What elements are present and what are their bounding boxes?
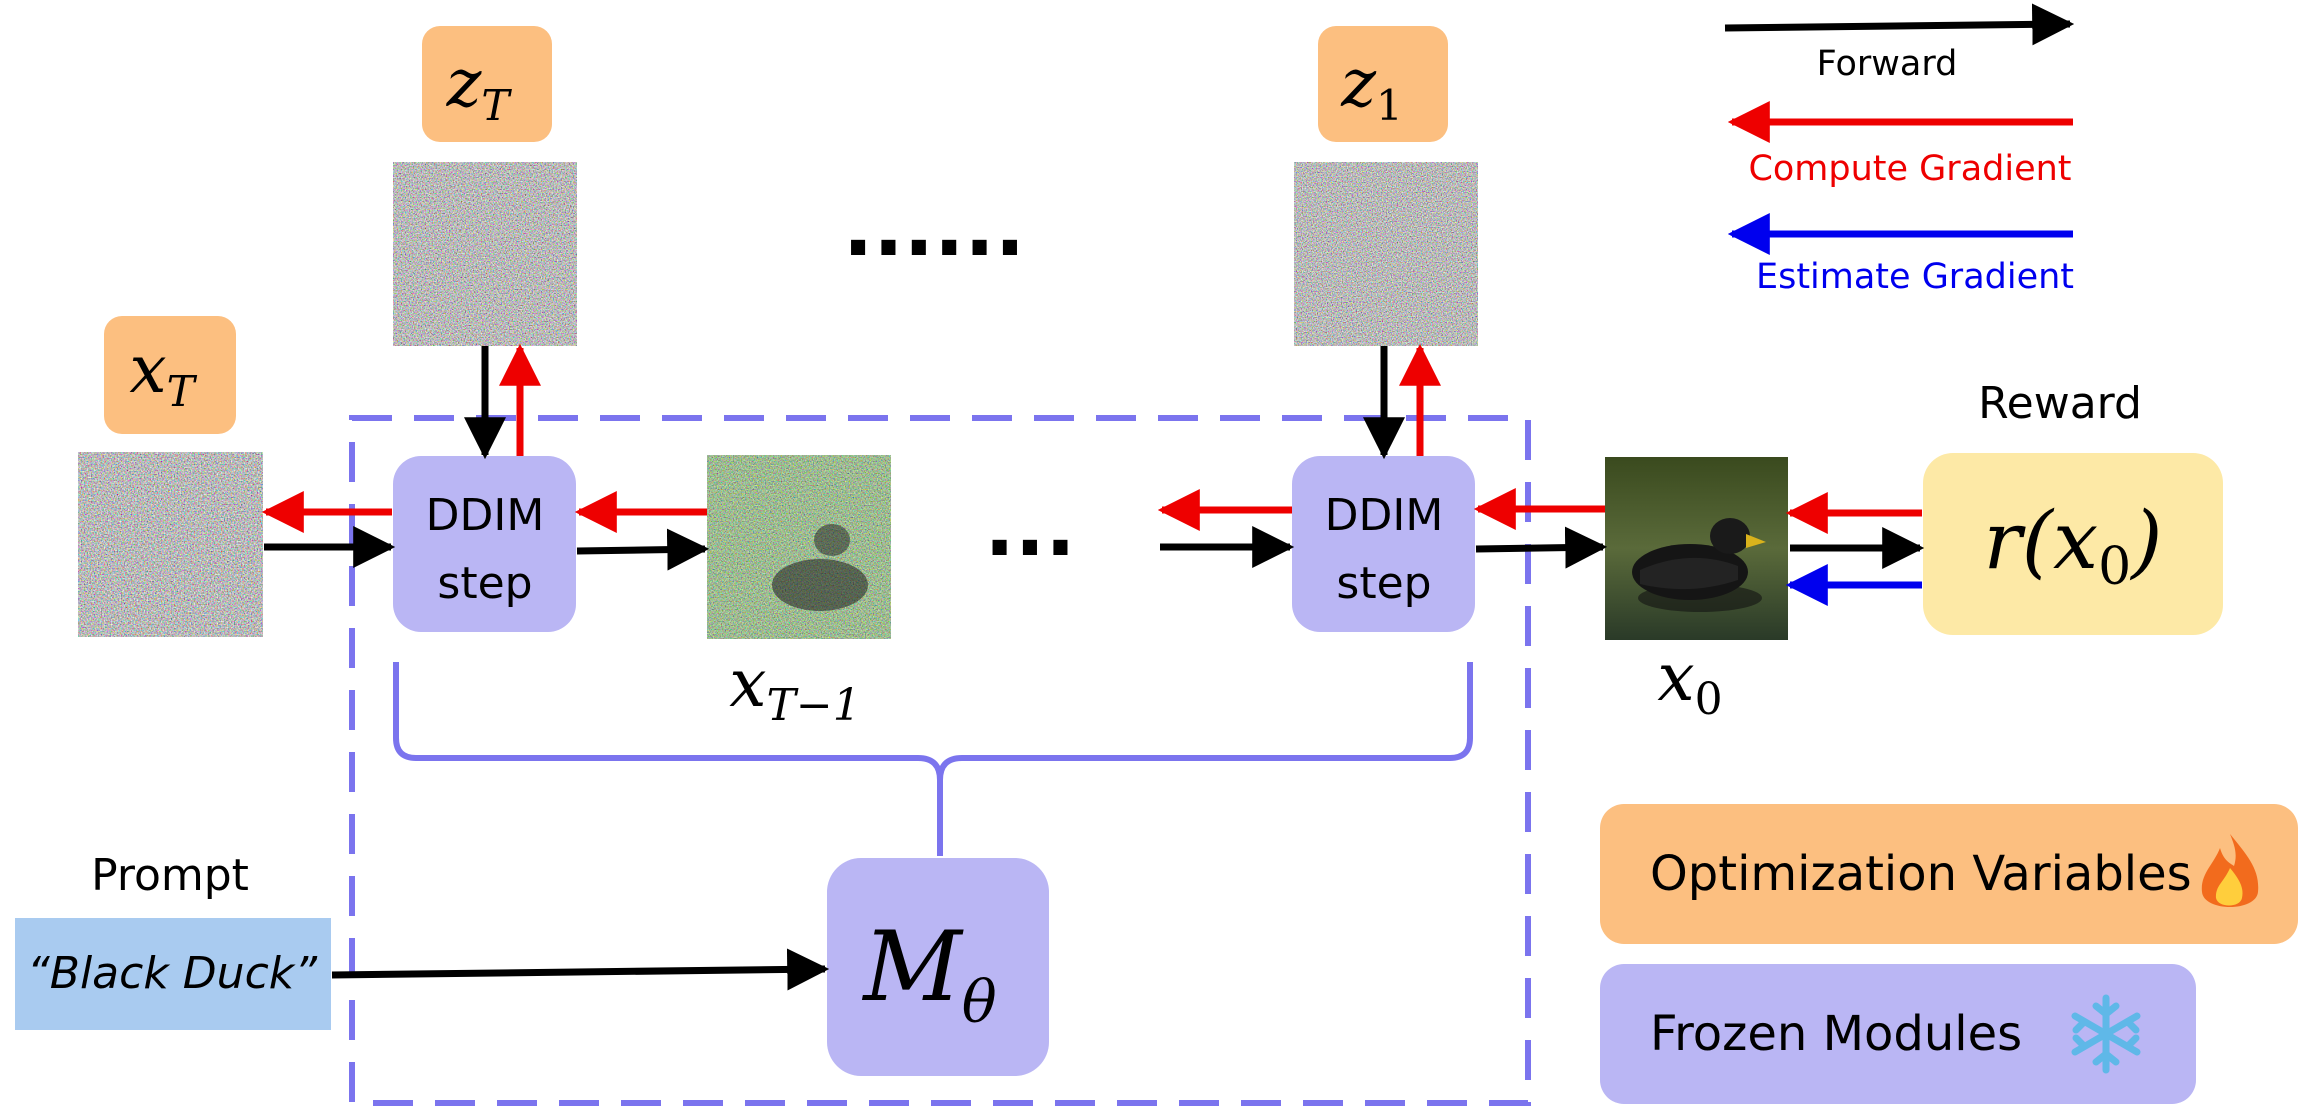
snowflake-icon <box>2071 994 2141 1074</box>
ellipsis-top: ...... <box>843 181 1025 274</box>
z-1-label-box <box>1318 26 1448 142</box>
duck-photo <box>1605 457 1788 640</box>
arrow-prompt-to-model <box>331 948 830 991</box>
ddim-step-2-line2: step <box>1336 558 1431 609</box>
x-T-minus-1-noisy-image <box>707 455 891 639</box>
legend-compute-gradient-label: Compute Gradient <box>1748 149 2071 189</box>
ddim-step-2-line1: DDIM <box>1325 490 1444 541</box>
x-T-minus-1-label: xT−1 <box>729 645 860 731</box>
prompt-box <box>15 918 331 1030</box>
x-0-label: x0 <box>1657 639 1722 725</box>
z-T-noise-image <box>393 162 577 346</box>
fire-icon <box>2201 834 2259 907</box>
model-dashed-region <box>349 415 1531 1106</box>
ellipsis-middle: ... <box>984 481 1075 574</box>
legend-forward-label: Forward <box>1817 44 1958 84</box>
ddim-step-1: DDIM step <box>393 456 576 632</box>
key-frozen-box <box>1600 964 2196 1104</box>
reward-title: Reward <box>1978 378 2142 429</box>
z-1-noise-image <box>1294 162 1478 346</box>
x-T-label: xT <box>129 331 197 416</box>
model-m-theta-label: Mθ <box>861 911 996 1036</box>
legend: Forward Compute Gradient Estimate Gradie… <box>1724 3 2075 297</box>
prompt-text: “Black Duck” <box>27 948 318 999</box>
z-1-label: z1 <box>1340 45 1403 130</box>
ddim-step-1-line1: DDIM <box>426 490 545 541</box>
arrow-step1-to-xT1 <box>576 528 710 571</box>
arrow-step2-to-x0 <box>1475 526 1608 569</box>
key-optimization-label: Optimization Variables <box>1650 846 2192 902</box>
reward-expression: r(x0) <box>1984 494 2163 597</box>
key-optimization-box <box>1600 804 2298 944</box>
reward-box <box>1923 453 2223 635</box>
z-T-label: zT <box>446 45 513 130</box>
legend-estimate-gradient-label: Estimate Gradient <box>1756 257 2074 297</box>
model-brace <box>393 662 1473 856</box>
key-frozen-label: Frozen Modules <box>1650 1006 2022 1062</box>
x-T-noise-image <box>78 452 263 637</box>
ddim-step-2: DDIM step <box>1292 456 1475 632</box>
z-T-label-box <box>422 26 552 142</box>
ddim-step-1-line2: step <box>437 558 532 609</box>
x-T-label-box <box>104 316 236 434</box>
model-m-theta-box <box>827 858 1049 1076</box>
legend-forward-arrow <box>1724 3 2075 46</box>
prompt-title: Prompt <box>91 850 249 901</box>
